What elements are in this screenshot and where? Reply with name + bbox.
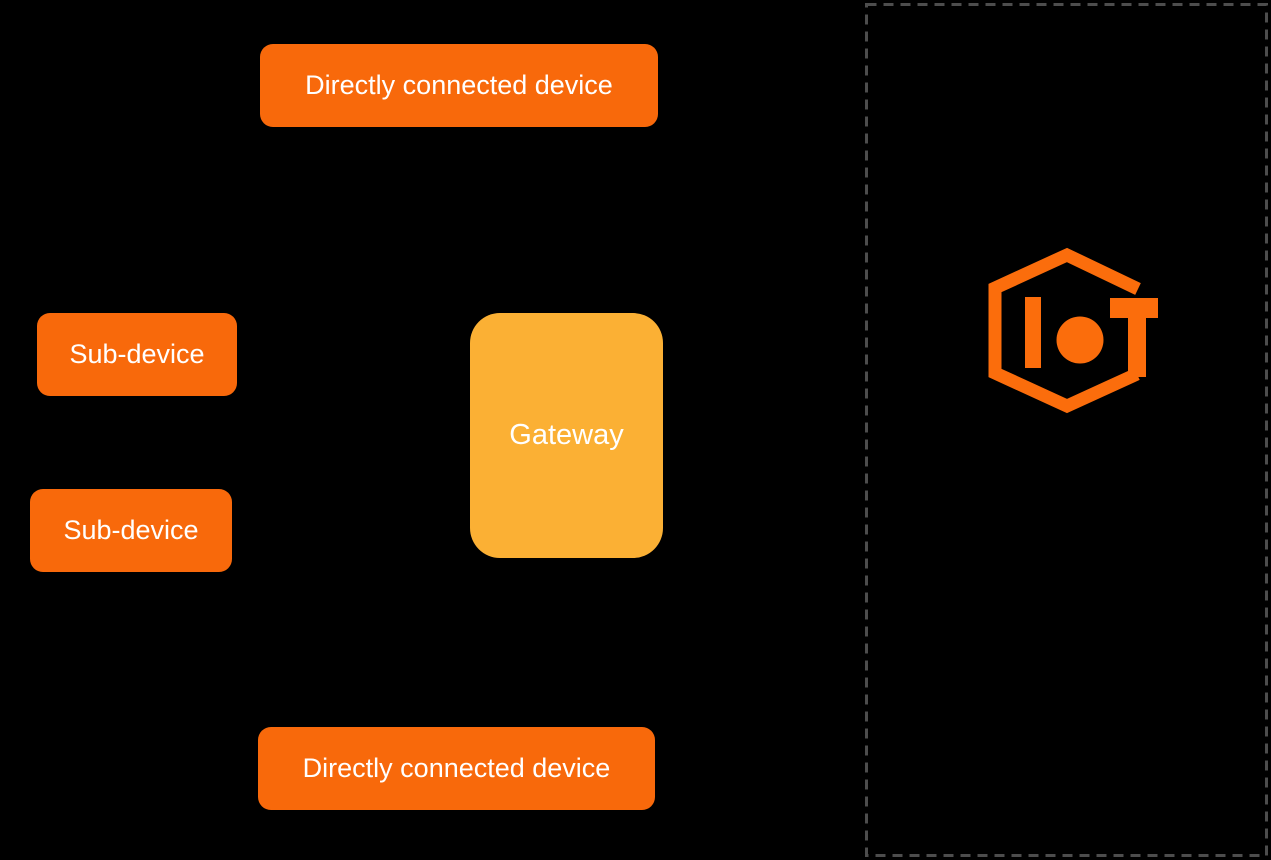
- node-label: Directly connected device: [302, 752, 611, 783]
- node-label: Gateway: [509, 419, 624, 451]
- node-gateway: Gateway: [470, 313, 663, 558]
- node-label: Directly connected device: [305, 69, 613, 100]
- iot-hub-icon: [988, 247, 1158, 414]
- node-sub-device-2: Sub-device: [30, 489, 232, 572]
- iot-hub-region-dashed-border: [865, 3, 1268, 857]
- node-directly-connected-device-bottom: Directly connected device: [258, 727, 655, 810]
- node-sub-device-1: Sub-device: [37, 313, 237, 396]
- node-label: Sub-device: [69, 338, 205, 369]
- node-label: Sub-device: [63, 514, 199, 545]
- node-directly-connected-device-top: Directly connected device: [260, 44, 658, 127]
